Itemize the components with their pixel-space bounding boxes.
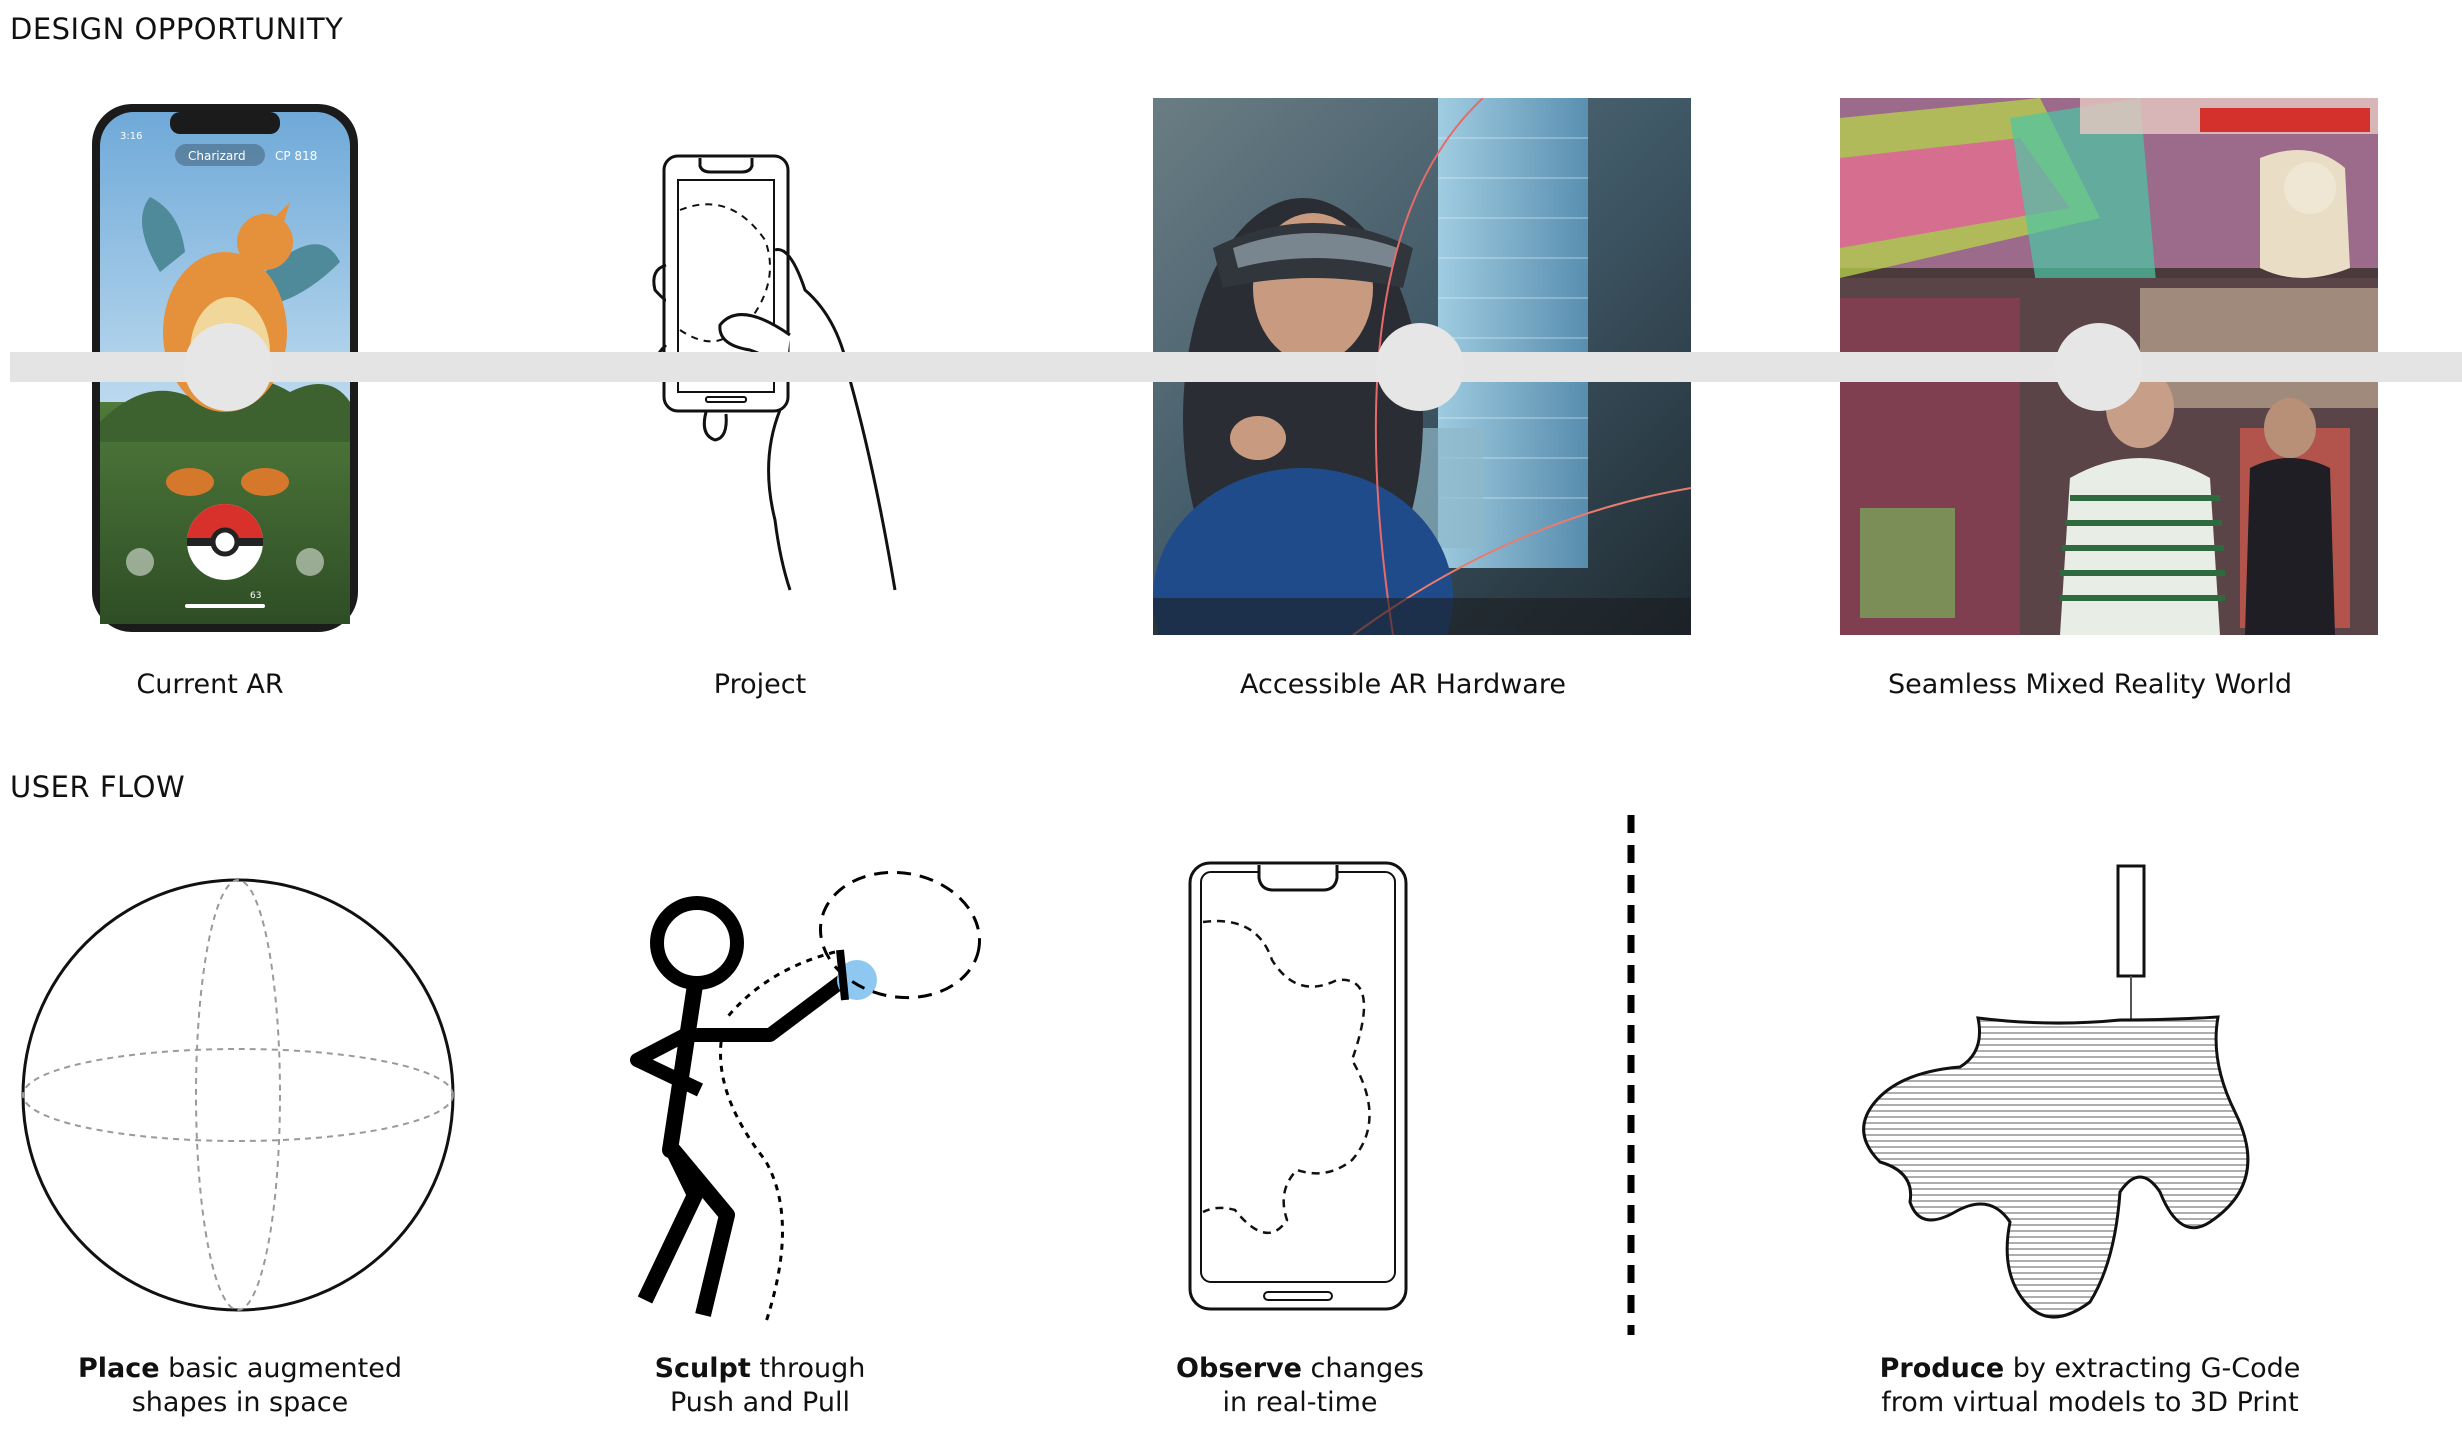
observe-phone-illustration (1188, 861, 1408, 1311)
timeline-node-mixed-reality (2055, 323, 2143, 411)
project-hand-phone-illustration (652, 154, 897, 591)
sphere-shape-illustration (21, 878, 455, 1312)
design-opportunity-title: DESIGN OPPORTUNITY (10, 12, 344, 46)
timeline-node-hardware (1376, 323, 1464, 411)
step-caption-sculpt-rest: through (750, 1353, 866, 1384)
step-caption-observe: Observe changes in real-time (1130, 1352, 1470, 1420)
step-caption-place-strong: Place (77, 1353, 160, 1384)
timeline-node-current-ar (184, 323, 272, 411)
pokeball-icon (187, 504, 263, 580)
section-divider (1627, 815, 1635, 1335)
seamless-mixed-reality-image (1840, 98, 2378, 635)
step-caption-observe-line2: in real-time (1222, 1387, 1378, 1418)
berry-icon (126, 548, 154, 576)
step-caption-produce: Produce by extracting G-Code from virtua… (1830, 1352, 2350, 1420)
step-caption-place-line2: shapes in space (131, 1387, 349, 1418)
stage-label-current-ar: Current AR (136, 669, 284, 700)
ball-count: 63 (250, 591, 261, 601)
stage-label-project: Project (713, 669, 807, 700)
camera-icon (296, 548, 324, 576)
stage-label-accessible-hardware: Accessible AR Hardware (1240, 669, 1566, 700)
stage-label-mixed-reality: Seamless Mixed Reality World (1888, 669, 2292, 700)
step-caption-observe-strong: Observe (1176, 1353, 1302, 1384)
step-caption-place-rest: basic augmented (159, 1353, 402, 1384)
status-time: 3:16 (120, 131, 142, 142)
sculpt-figure-illustration (630, 870, 982, 1326)
step-caption-place: Place basic augmented shapes in space (60, 1352, 420, 1420)
print-output-illustration (1862, 864, 2250, 1319)
step-caption-produce-strong: Produce (1879, 1353, 2005, 1384)
step-caption-observe-rest: changes (1301, 1353, 1424, 1384)
step-caption-produce-rest: by extracting G-Code (2004, 1353, 2301, 1384)
step-caption-produce-line2: from virtual models to 3D Print (1881, 1387, 2299, 1418)
timeline-bar (10, 352, 2462, 382)
step-caption-sculpt-line2: Push and Pull (670, 1387, 850, 1418)
step-caption-sculpt-strong: Sculpt (654, 1353, 751, 1384)
user-flow-title: USER FLOW (10, 770, 186, 804)
step-caption-sculpt: Sculpt through Push and Pull (600, 1352, 920, 1420)
pokemon-name-label: Charizard (188, 149, 246, 163)
pokemon-cp-label: CP 818 (275, 149, 317, 163)
print-nozzle (2116, 864, 2146, 978)
